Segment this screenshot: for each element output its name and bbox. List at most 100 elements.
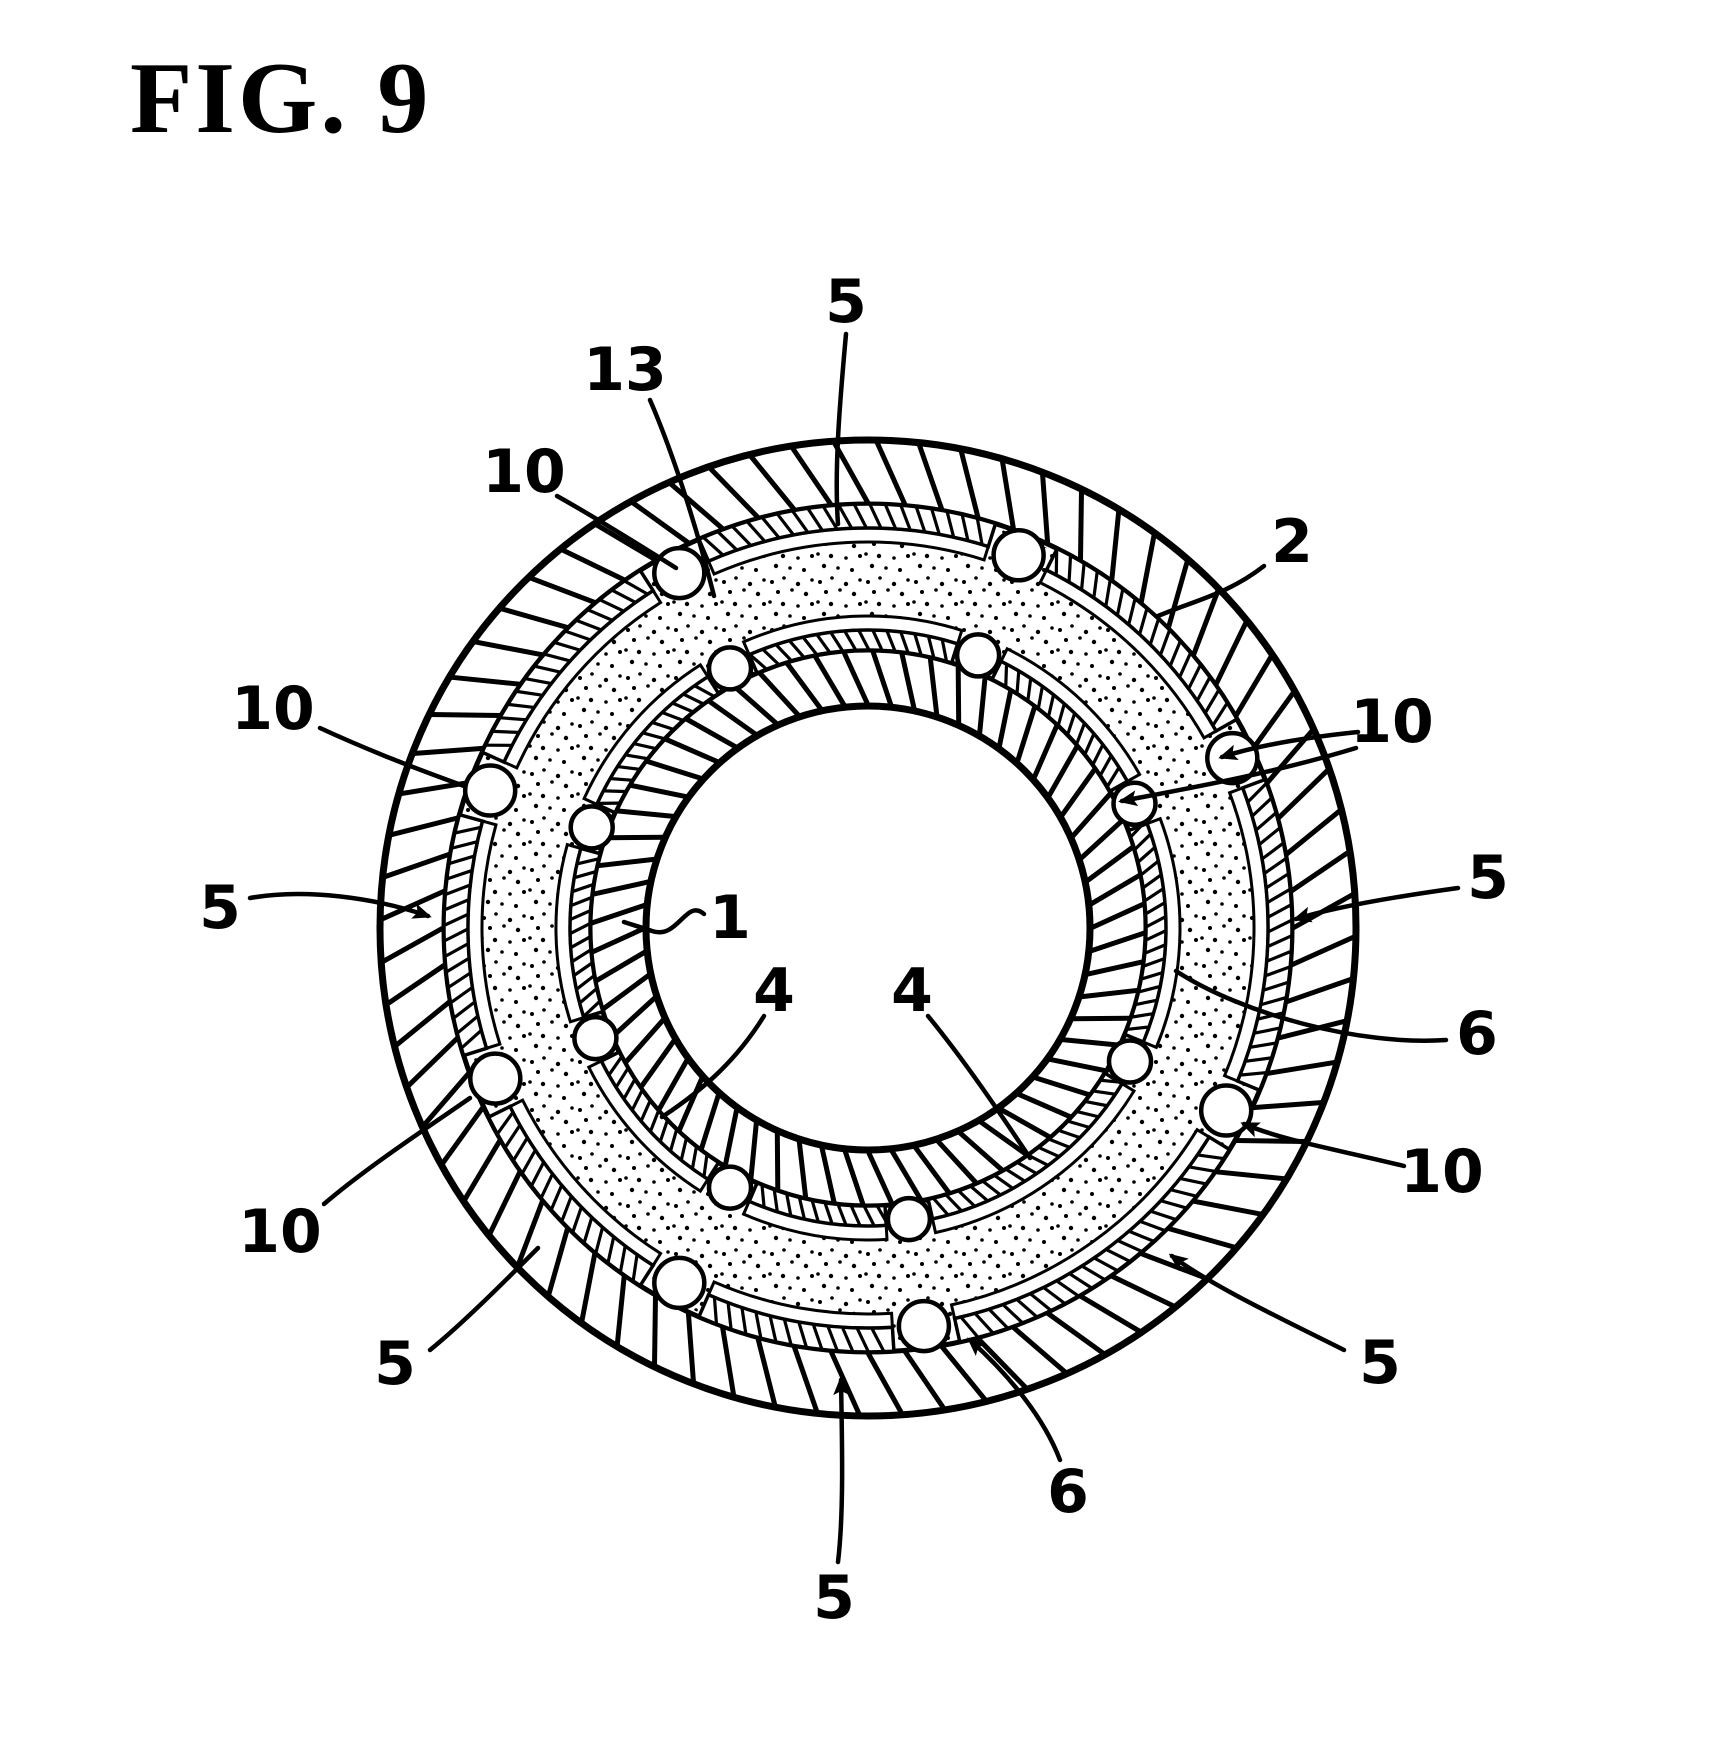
strip-tick <box>768 1316 778 1342</box>
strip-tick <box>1169 641 1182 666</box>
strip-tick <box>1017 1161 1037 1175</box>
strip-tick <box>1146 929 1166 942</box>
ref-label-10: 10 <box>1350 687 1434 757</box>
strip-tick <box>932 1198 949 1216</box>
hatch-line <box>1032 1074 1090 1098</box>
strip-hatch-inner-row <box>746 1180 889 1228</box>
hatch-line <box>1069 792 1113 839</box>
spacer-bump <box>652 545 707 601</box>
ref-label-5: 5 <box>374 1329 416 1399</box>
hatch-line <box>630 782 689 800</box>
ref-label-2: 2 <box>1271 507 1313 577</box>
hatch-line <box>652 1296 658 1366</box>
ref-label-13: 13 <box>583 335 667 405</box>
strip-tick <box>576 619 601 631</box>
strip-tick <box>870 1328 885 1352</box>
strip-tick <box>1139 985 1160 994</box>
leader-line <box>1292 885 1461 923</box>
strip-tick <box>582 1217 594 1243</box>
strip-tick <box>823 1203 834 1224</box>
strip-tick <box>726 1303 733 1329</box>
strip-tick <box>970 1185 988 1202</box>
strip-tick <box>615 1068 629 1088</box>
spacer-bump <box>568 804 615 851</box>
strip-tick <box>788 640 805 658</box>
strip-tick <box>652 721 673 731</box>
strip-tick <box>1145 943 1166 955</box>
strip-tick <box>1067 556 1073 582</box>
strip-tick <box>746 521 766 542</box>
strip-hatch-inner-row <box>989 658 1130 794</box>
hatch-line <box>450 674 521 687</box>
strip-tick <box>1106 767 1120 787</box>
hatch-line <box>462 1139 503 1202</box>
strip-tick <box>1043 1286 1065 1305</box>
hatch-line <box>958 449 981 519</box>
strip-tick <box>1143 957 1164 968</box>
strip-tick <box>798 1198 806 1219</box>
hatch-line <box>528 575 596 605</box>
strip-tick <box>540 1174 554 1198</box>
strip-tick <box>1002 1304 1023 1324</box>
strip-tick <box>717 531 738 551</box>
hatch-line <box>1031 724 1060 780</box>
hatch-line <box>380 925 445 965</box>
leader-line <box>1173 968 1449 1043</box>
hatch-line <box>796 1139 809 1199</box>
hatch-line <box>592 879 651 897</box>
hatch-line <box>430 712 500 718</box>
strip-tick <box>1016 1298 1038 1318</box>
strip-tick <box>1116 589 1125 615</box>
strip-tick <box>1267 950 1291 963</box>
strip-tick <box>1143 874 1162 889</box>
strip-tick <box>945 1194 962 1212</box>
hatch-line <box>1167 1226 1237 1250</box>
hatch-line <box>977 676 988 736</box>
hatch-line <box>1078 490 1084 560</box>
strip-tick <box>783 1319 793 1345</box>
strip-tick <box>915 507 927 532</box>
hatch-line <box>1011 1325 1068 1375</box>
strip-tick <box>659 1120 669 1142</box>
strip-tick <box>1047 695 1055 716</box>
hatch-line <box>1191 588 1221 656</box>
strip-tick <box>445 942 469 958</box>
strip-tick <box>1026 679 1033 700</box>
hatch-line <box>664 736 720 765</box>
strip-tick <box>1004 665 1009 686</box>
strip-tick <box>1198 1153 1224 1160</box>
strip-tick <box>694 684 714 698</box>
strip-tick <box>570 935 590 949</box>
strip-tick <box>447 869 472 881</box>
hatch-line <box>978 1119 1029 1157</box>
strip-tick <box>1101 1078 1122 1084</box>
hatch-line <box>646 758 704 782</box>
hatch-line <box>1046 1311 1106 1356</box>
strip-tick <box>1250 1041 1276 1049</box>
hatch-line <box>935 1138 979 1185</box>
ref-label-5: 5 <box>199 873 241 943</box>
strip-tick <box>683 693 704 705</box>
strip-tick <box>449 854 474 865</box>
strip-tick <box>1171 1188 1196 1198</box>
strip-tick <box>1140 860 1159 876</box>
hatch-line <box>1277 1018 1347 1041</box>
hatch-line <box>1215 1169 1286 1182</box>
leader-line <box>621 908 707 935</box>
strip-tick <box>1028 1154 1048 1167</box>
strip-tick <box>508 702 534 709</box>
leader-line <box>1118 745 1359 807</box>
hatch-line <box>546 1227 570 1297</box>
strip-tick <box>703 536 724 556</box>
hatch-line <box>676 1076 705 1132</box>
hatch-line <box>1110 1273 1176 1309</box>
strip-tick <box>871 630 884 650</box>
hatch-line <box>841 651 871 707</box>
strip-tick <box>1268 903 1292 919</box>
hatch-line <box>413 745 483 756</box>
hatch-line <box>1085 959 1144 977</box>
hatch-line <box>1251 690 1296 750</box>
hatch-line <box>1213 620 1249 686</box>
strip-tick <box>500 716 526 722</box>
strip-tick <box>600 598 624 613</box>
